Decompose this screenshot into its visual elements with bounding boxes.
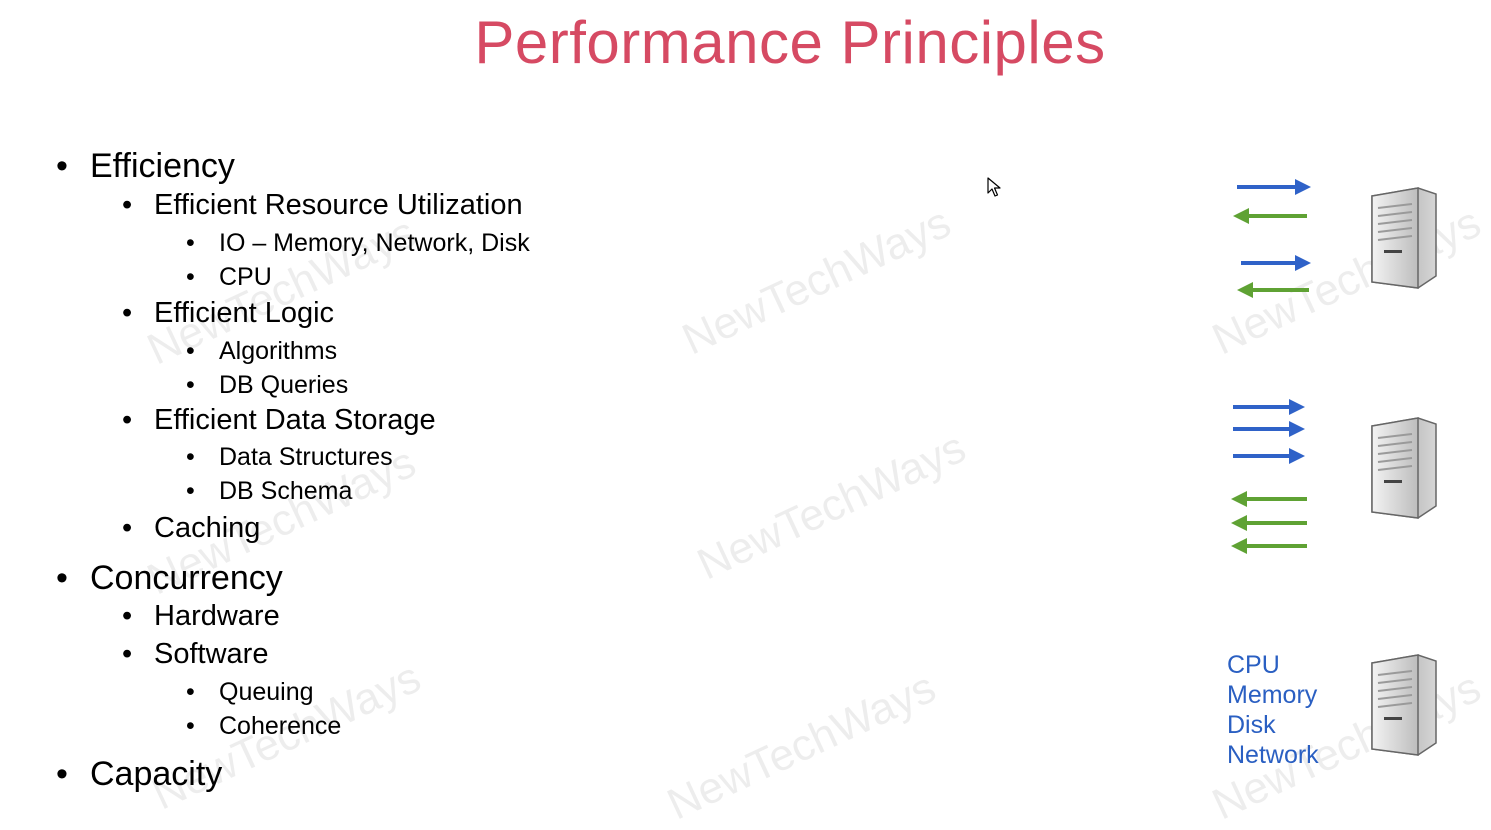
mouse-cursor-icon bbox=[987, 177, 1001, 197]
bullet-icon: • bbox=[56, 559, 68, 597]
bullet-icon: • bbox=[186, 371, 195, 399]
slide-title: Performance Principles bbox=[474, 9, 1106, 76]
bullet-icon: • bbox=[122, 600, 133, 632]
bullet-text: CPU bbox=[219, 263, 272, 291]
bullet-text: DB Schema bbox=[219, 477, 353, 505]
bullet-item: • Concurrency bbox=[56, 559, 283, 598]
bullet-item: • CPU bbox=[186, 263, 272, 292]
response-arrow-icon bbox=[1237, 282, 1309, 298]
bullet-item: • DB Schema bbox=[186, 477, 352, 506]
resource-network: Network bbox=[1227, 741, 1319, 769]
bullet-text: Coherence bbox=[219, 712, 342, 740]
request-arrow-icon bbox=[1233, 399, 1305, 415]
bullet-icon: • bbox=[122, 638, 133, 670]
bullet-text: Efficient Logic bbox=[154, 297, 335, 329]
response-arrow-icon bbox=[1231, 515, 1307, 531]
bullet-text: Software bbox=[154, 638, 269, 670]
resource-list: CPU Memory Disk Network bbox=[1227, 650, 1319, 770]
bullet-item: • Algorithms bbox=[186, 337, 337, 366]
bullet-item: • IO – Memory, Network, Disk bbox=[186, 229, 530, 258]
bullet-item: • Efficient Data Storage bbox=[122, 404, 436, 437]
server-icon bbox=[1371, 654, 1437, 756]
bullet-item: • DB Queries bbox=[186, 371, 348, 400]
response-arrow-icon bbox=[1233, 208, 1307, 224]
bullet-item: • Hardware bbox=[122, 600, 280, 633]
bullet-text: Capacity bbox=[90, 755, 223, 793]
bullet-item: • Efficient Logic bbox=[122, 297, 334, 330]
bullet-item: • Efficiency bbox=[56, 147, 235, 186]
watermark-text: NewTechWays bbox=[675, 197, 958, 365]
concurrent-arrows bbox=[1231, 399, 1307, 554]
server-icon bbox=[1371, 187, 1437, 289]
bullet-icon: • bbox=[122, 404, 133, 436]
bullet-item: • Capacity bbox=[56, 755, 222, 794]
bullet-icon: • bbox=[122, 189, 133, 221]
bullet-item: • Efficient Resource Utilization bbox=[122, 189, 523, 222]
response-arrow-icon bbox=[1231, 491, 1307, 507]
bullet-icon: • bbox=[186, 712, 195, 740]
bullet-icon: • bbox=[186, 263, 195, 291]
bullet-icon: • bbox=[186, 229, 195, 257]
bullet-icon: • bbox=[186, 678, 195, 706]
bullet-item: • Data Structures bbox=[186, 443, 393, 472]
watermark-text: NewTechWays bbox=[690, 422, 973, 590]
request-arrow-icon bbox=[1233, 448, 1305, 464]
bullet-icon: • bbox=[186, 337, 195, 365]
watermark-text: NewTechWays bbox=[660, 662, 943, 830]
bullet-icon: • bbox=[186, 443, 195, 471]
bullet-text: Algorithms bbox=[219, 337, 338, 365]
bullet-text: Hardware bbox=[154, 600, 280, 632]
bullet-text: Data Structures bbox=[219, 443, 393, 471]
resource-memory: Memory bbox=[1227, 681, 1318, 709]
request-arrow-icon bbox=[1237, 179, 1311, 195]
bullet-text: IO – Memory, Network, Disk bbox=[219, 229, 530, 257]
request-response-arrows bbox=[1233, 179, 1311, 298]
bullet-text: Concurrency bbox=[90, 559, 283, 597]
bullet-item: • Coherence bbox=[186, 712, 341, 741]
bullet-icon: • bbox=[186, 477, 195, 505]
request-arrow-icon bbox=[1241, 255, 1311, 271]
response-arrow-icon bbox=[1231, 538, 1307, 554]
bullet-item: • Caching bbox=[122, 512, 260, 545]
bullet-text: Efficiency bbox=[90, 147, 235, 185]
bullet-icon: • bbox=[56, 755, 68, 793]
bullet-icon: • bbox=[56, 147, 68, 185]
bullet-item: • Queuing bbox=[186, 678, 314, 707]
request-arrow-icon bbox=[1233, 421, 1305, 437]
bullet-item: • Software bbox=[122, 638, 268, 671]
bullet-text: Caching bbox=[154, 512, 261, 544]
bullet-text: Queuing bbox=[219, 678, 314, 706]
bullet-text: DB Queries bbox=[219, 371, 349, 399]
bullet-text: Efficient Resource Utilization bbox=[154, 189, 523, 221]
bullet-text: Efficient Data Storage bbox=[154, 404, 436, 436]
bullet-icon: • bbox=[122, 297, 133, 329]
server-icon bbox=[1371, 417, 1437, 519]
resource-cpu: CPU bbox=[1227, 651, 1280, 679]
resource-disk: Disk bbox=[1227, 711, 1276, 739]
bullet-icon: • bbox=[122, 512, 133, 544]
